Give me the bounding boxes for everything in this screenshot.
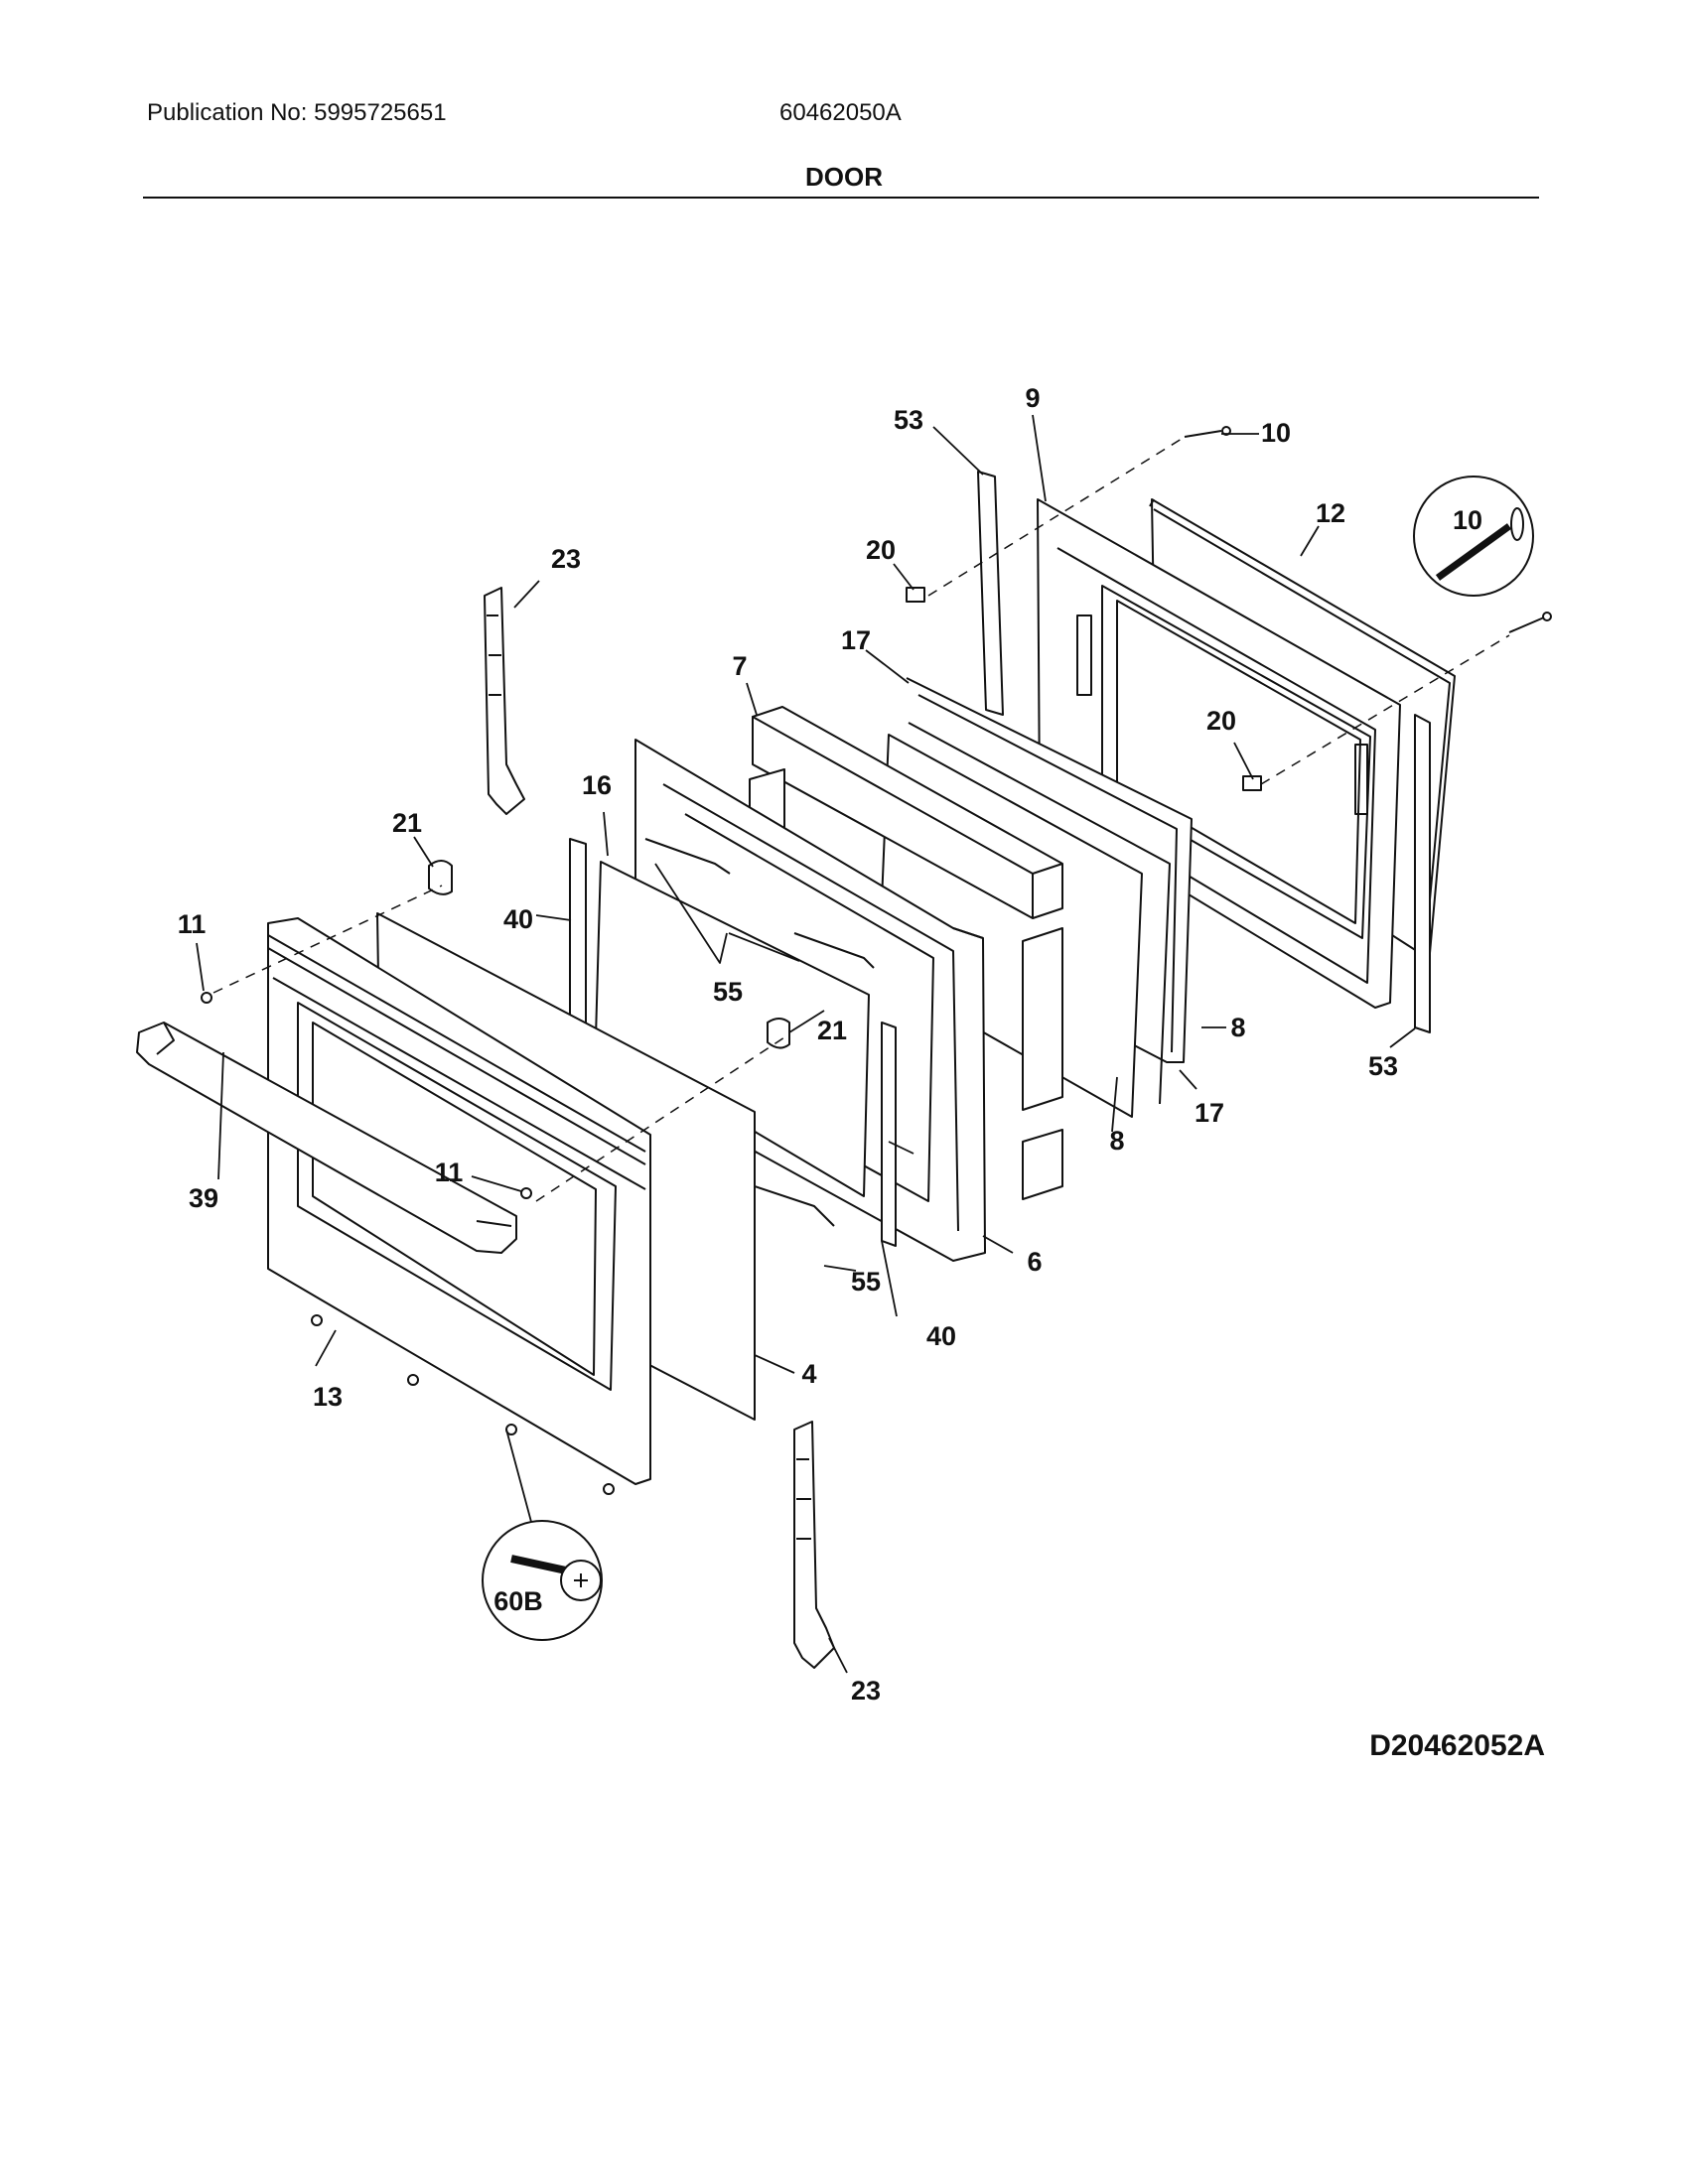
callout-8-right: 8 xyxy=(1230,1013,1245,1042)
part-9-inner-panel xyxy=(1037,498,1401,1009)
inset-screw-10 xyxy=(1413,476,1534,597)
part-23-hinges xyxy=(484,587,835,1669)
callout-53-bottom: 53 xyxy=(1368,1051,1398,1081)
callout-23-top: 23 xyxy=(551,544,581,574)
page-title: DOOR xyxy=(805,162,883,192)
header-rule xyxy=(143,197,1539,199)
part-20-clip-a xyxy=(906,587,925,603)
part-21-plug-a xyxy=(428,860,453,895)
callout-11-left: 11 xyxy=(178,909,207,939)
publication-number: Publication No: 5995725651 xyxy=(147,99,447,126)
callout-16: 16 xyxy=(582,770,612,800)
screws xyxy=(201,426,1552,1495)
callout-12: 12 xyxy=(1316,498,1345,528)
callout-11-center: 11 xyxy=(435,1158,464,1187)
inset-screw-60b xyxy=(482,1520,603,1641)
part-39-handle xyxy=(136,1022,517,1254)
callout-53-top: 53 xyxy=(894,405,923,435)
callout-20-right: 20 xyxy=(1206,706,1236,736)
drawing-number: D20462052A xyxy=(1369,1729,1545,1762)
callout-21-right: 21 xyxy=(817,1016,847,1045)
callouts: 53 9 10 12 10 20 20 17 7 23 16 21 40 11 … xyxy=(178,383,1482,1706)
part-21-plug-b xyxy=(767,1018,790,1049)
model-number: 60462050A xyxy=(779,99,902,126)
callout-10-screw: 10 xyxy=(1261,418,1291,448)
callout-60b: 60B xyxy=(493,1586,543,1616)
callout-4: 4 xyxy=(801,1359,816,1389)
callout-10-inset: 10 xyxy=(1453,505,1482,535)
callout-6: 6 xyxy=(1027,1247,1042,1277)
callout-55-bottom: 55 xyxy=(851,1267,881,1297)
callout-7: 7 xyxy=(732,651,747,681)
callout-17-bottom: 17 xyxy=(1195,1098,1224,1128)
callout-20-top: 20 xyxy=(866,535,896,565)
callout-55-top: 55 xyxy=(713,977,743,1007)
callout-21-left: 21 xyxy=(392,808,422,838)
callout-40-left: 40 xyxy=(503,904,533,934)
part-16-window-glass xyxy=(595,861,870,1197)
callout-40-bottom: 40 xyxy=(926,1321,956,1351)
alignment-lines xyxy=(212,438,1510,1202)
callout-8-bottom: 8 xyxy=(1109,1126,1124,1156)
callout-9: 9 xyxy=(1025,383,1040,413)
callout-17-top: 17 xyxy=(841,625,871,655)
part-55-brackets xyxy=(644,838,875,1227)
part-53-channels xyxy=(977,471,1431,1033)
callout-23-bottom: 23 xyxy=(851,1676,881,1706)
callout-13: 13 xyxy=(313,1382,343,1412)
leader-lines xyxy=(196,414,1416,1674)
callout-39: 39 xyxy=(189,1183,218,1213)
part-40-strips xyxy=(569,838,897,1247)
